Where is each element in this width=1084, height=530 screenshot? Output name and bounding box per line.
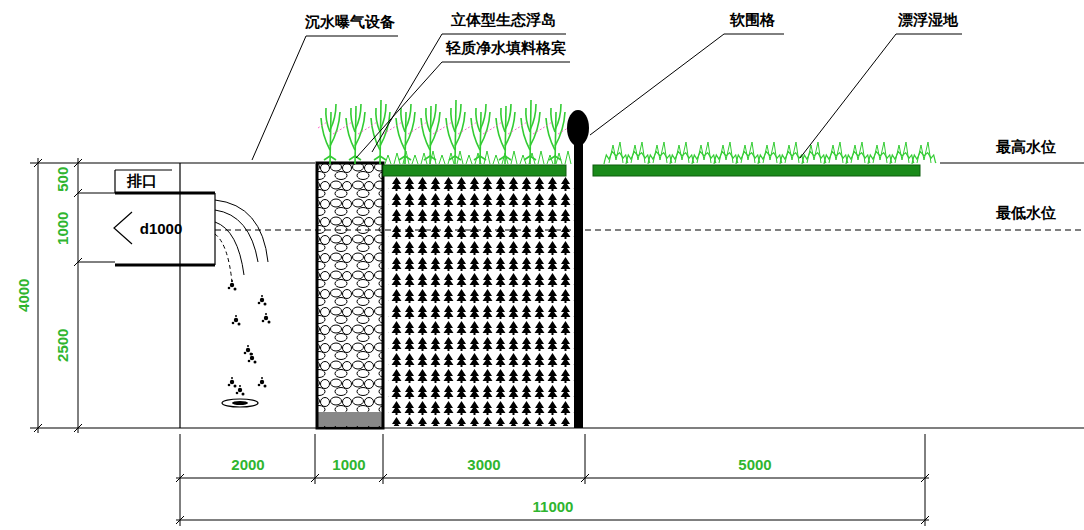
callout-label: 漂浮湿地 [897,12,959,29]
vertical-dimension [34,158,115,433]
shrub [763,142,777,163]
bubble [258,295,267,306]
dimension-text: 2500 [56,327,73,362]
wetland-plants [604,142,936,164]
filler-strings [388,176,580,426]
callout-label: d1000 [139,221,184,238]
reed-flower [493,122,518,134]
callout-label: 立体型生态浮岛 [450,12,557,29]
reed-flower [393,122,418,134]
shrub [807,142,821,163]
bubble [258,377,267,388]
horizontal-dimension [176,434,929,526]
bubble [262,313,271,324]
reed-flower [518,122,543,134]
reed [321,104,340,164]
dimension-text: 500 [56,165,73,192]
bubble [236,385,245,396]
gabion-box [317,163,383,428]
bubble [228,377,237,388]
shrub [895,142,909,163]
shrub [829,142,843,163]
reed [546,104,565,164]
callout-label: 沉水曝气设备 [304,14,396,31]
reed [471,104,490,164]
water-flow [215,200,268,282]
floating-island-base [383,165,566,176]
shrub [851,142,865,163]
callout-label: 排口 [126,173,158,190]
shrub [697,142,711,163]
bubble [228,280,237,291]
reed-flower [418,122,443,134]
dimension-text: 3000 [466,457,501,474]
floating-wetland-base [593,165,920,176]
pool-outline [30,163,1084,428]
shrub [741,142,755,163]
reed-plants [318,100,571,164]
shrub [609,142,623,163]
reed-flower [543,122,568,134]
shrub [873,142,887,163]
reed [346,104,365,164]
shrub [653,142,667,163]
soft-barrier [567,110,589,428]
outlet-pipe [114,170,215,265]
reed-flower [468,122,493,134]
callout-label: 最低水位 [995,205,1057,222]
dimension-text: 11000 [532,499,575,516]
air-bubbles [228,280,271,396]
shrub [631,142,645,163]
callout-label: 轻质净水填料格宾 [445,40,567,57]
bubble [232,315,241,326]
shrub [785,142,799,163]
dimension-text: 2000 [230,457,265,474]
shrub [719,142,733,163]
callout-label: 最高水位 [995,139,1057,156]
shrub [675,142,689,163]
reed-flower [318,122,343,134]
reed-flower [443,122,468,134]
aeration-device [222,399,258,407]
reed-flower [343,122,368,134]
shrub [917,142,931,163]
callout-label: 软围格 [729,12,776,29]
dimension-text: 5000 [737,457,772,474]
leader-lines [252,34,962,160]
grass [385,151,571,164]
bubble [248,353,257,364]
dimension-text: 1000 [56,210,73,245]
dimension-text: 4000 [17,277,34,312]
dimension-text: 1000 [331,457,366,474]
bubble [244,345,253,356]
